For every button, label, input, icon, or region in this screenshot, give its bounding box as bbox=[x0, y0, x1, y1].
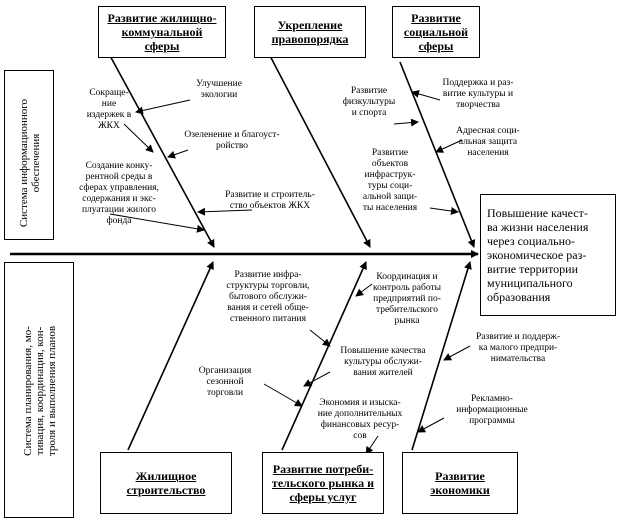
bone-economy bbox=[411, 261, 472, 451]
arrow-competition bbox=[109, 213, 205, 233]
factor-coordination: Координация и контроль работы предприяти… bbox=[372, 272, 442, 326]
information-system-label: Система информационного обеспечения bbox=[18, 98, 42, 228]
arrow-coordination bbox=[355, 283, 373, 297]
factor-ecology: Улучшение экологии bbox=[196, 79, 242, 100]
factor-sport: Развитие физкультуры и спорта bbox=[342, 86, 396, 118]
arrow-seasonal-trade bbox=[263, 383, 303, 407]
information-system-box: Система информационного обеспечения bbox=[4, 70, 54, 240]
arrow-sport bbox=[393, 118, 419, 127]
arrow-cost-reduction bbox=[123, 123, 154, 153]
factor-social-protection: Адресная соци- альная защита населения bbox=[456, 126, 520, 158]
category-consumer-market: Развитие потреби- тельского рынка и сфер… bbox=[262, 452, 384, 514]
factor-cost-reduction: Сокраще- ние издержек в ЖКХ bbox=[86, 88, 132, 131]
outcome-box: Повышение качест- ва жизни населения чер… bbox=[480, 194, 616, 316]
arrow-ecology bbox=[135, 99, 191, 115]
arrow-advertising bbox=[417, 417, 445, 433]
category-housing-construction: Жилищное строительство bbox=[100, 452, 232, 514]
bone-law-order bbox=[267, 51, 371, 248]
factor-greening: Озеленение и благоуст- ройство bbox=[184, 130, 280, 151]
factor-savings: Экономия и изыска- ние дополнительных фи… bbox=[317, 398, 403, 441]
factor-culture: Поддержка и раз- витие культуры и творче… bbox=[442, 78, 514, 110]
factor-competition: Создание конку- рентной среды в сферах у… bbox=[79, 161, 159, 226]
bone-housing-utilities bbox=[107, 51, 215, 248]
arrow-social-protection bbox=[435, 139, 463, 153]
arrow-trade-infrastructure bbox=[309, 329, 331, 347]
arrow-utilities-construction bbox=[197, 207, 253, 216]
factor-trade-infrastructure: Развитие инфра- структуры торговли, быто… bbox=[226, 270, 310, 324]
arrow-culture bbox=[411, 90, 441, 101]
arrow-social-infrastructure bbox=[429, 207, 459, 215]
bone-consumer-market bbox=[281, 261, 367, 451]
category-economy: Развитие экономики bbox=[402, 452, 518, 514]
bone-housing-construction bbox=[127, 261, 214, 451]
arrow-greening bbox=[167, 149, 189, 159]
arrow-savings bbox=[365, 435, 379, 455]
factor-small-business: Развитие и поддерж- ка малого предпри- н… bbox=[475, 332, 561, 364]
planning-system-box: Система планирования, мо- тивация, коорд… bbox=[4, 262, 74, 518]
factor-seasonal-trade: Организация сезонной торговли bbox=[198, 366, 252, 398]
factor-service-quality: Повышение качества культуры обслужи- ван… bbox=[340, 346, 426, 378]
arrow-service-quality bbox=[303, 371, 331, 387]
planning-system-label: Система планирования, мо- тивация, коорд… bbox=[22, 325, 58, 457]
factor-utilities-construction: Развитие и строитель- ство объектов ЖКХ bbox=[225, 190, 315, 211]
factor-social-infrastructure: Развитие объектов инфраструк- туры соци-… bbox=[362, 148, 418, 213]
category-law-order: Укрепление правопорядка bbox=[254, 6, 366, 58]
category-social-sphere: Развитие социальной сферы bbox=[392, 6, 480, 58]
arrow-small-business bbox=[443, 345, 471, 361]
factor-advertising: Рекламно- информационные программы bbox=[456, 394, 528, 426]
category-housing-utilities: Развитие жилищно- коммунальной сферы bbox=[98, 6, 226, 58]
